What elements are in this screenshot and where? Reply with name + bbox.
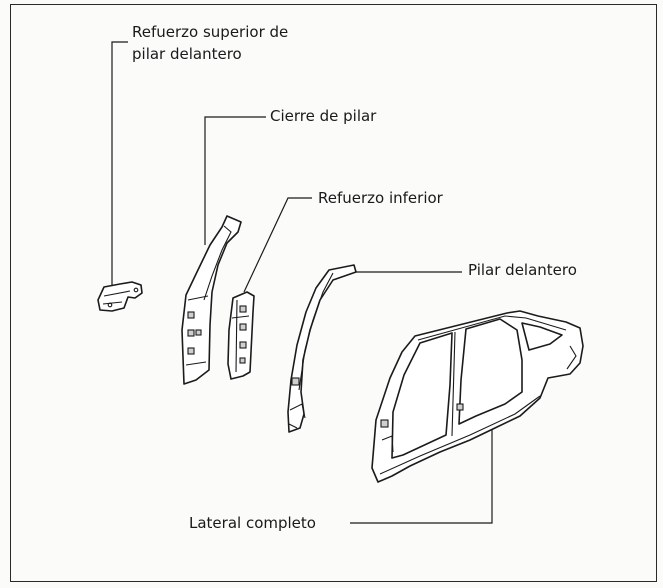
refuerzo-superior-part (97, 281, 143, 312)
label-refuerzo-inferior: Refuerzo inferior (318, 189, 443, 207)
leader-refuerzo-superior (111, 41, 128, 285)
lateral-completo-part (371, 310, 584, 483)
label-refuerzo-superior-line2: pilar delantero (132, 45, 242, 63)
pilar-delantero-part (287, 264, 357, 433)
refuerzo-inferior-part (227, 291, 255, 380)
label-pilar-delantero: Pilar delantero (468, 261, 577, 279)
label-cierre-de-pilar: Cierre de pilar (270, 107, 377, 125)
leader-refuerzo-inferior (243, 197, 312, 293)
leader-cierre-de-pilar (204, 116, 266, 245)
figure-frame (10, 4, 657, 582)
cierre-de-pilar-part (181, 215, 242, 385)
label-lateral-completo: Lateral completo (189, 514, 316, 532)
leader-lateral-completo (350, 430, 493, 524)
label-refuerzo-superior-line1: Refuerzo superior de (132, 23, 289, 41)
